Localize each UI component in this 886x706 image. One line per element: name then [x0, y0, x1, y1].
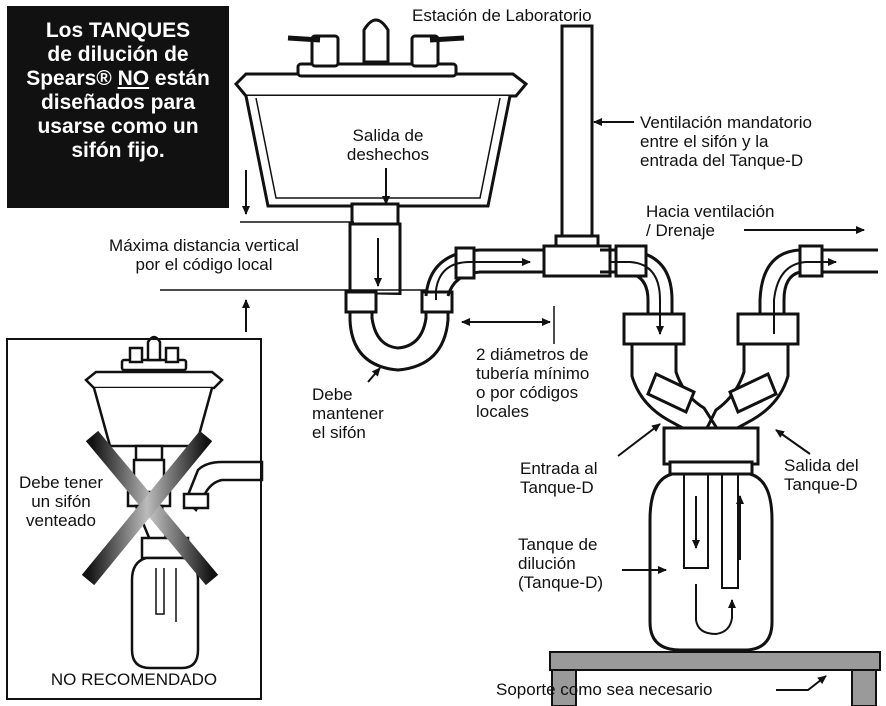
label-line: Máxima distancia vertical	[109, 236, 299, 255]
label-line: o por códigos	[476, 383, 579, 402]
vent-stack	[554, 24, 600, 268]
label-line: entre el sifón y la	[640, 132, 769, 151]
warning-line: de dilución de	[47, 43, 189, 66]
warning-line: usarse como un	[37, 115, 199, 138]
label-line: Tanque de	[518, 535, 598, 554]
leader-lines	[160, 118, 865, 691]
label-line: locales	[476, 402, 529, 421]
warning-box: Los TANQUES de dilución de Spears® NO es…	[7, 6, 229, 208]
label-line: el sifón	[312, 423, 366, 442]
inset-x-mark	[81, 430, 219, 586]
faucet	[287, 18, 465, 78]
label-line: 2 diámetros de	[476, 345, 589, 364]
label-line: Entrada al	[520, 459, 598, 478]
keep-trap-label: Debe mantener el sifón	[312, 385, 384, 442]
two-diameters-label: 2 diámetros de tubería mínimo o por códi…	[476, 345, 589, 421]
station-label: Estación de Laboratorio	[412, 6, 592, 25]
sink	[233, 72, 529, 208]
outlet-label: Salida del Tanque-D	[784, 456, 859, 494]
label-line: Salida de	[352, 126, 424, 145]
not-recommended-label: NO RECOMENDADO	[50, 670, 218, 689]
not-recommended-inset	[6, 338, 262, 700]
label-line: (Tanque-D)	[518, 573, 604, 592]
support-label: Soporte como sea necesario	[496, 680, 713, 699]
label-line: Tanque-D	[520, 478, 594, 497]
inset-sink	[84, 335, 224, 448]
label-line: Salida del	[784, 456, 859, 475]
must-vent-label: Debe tener un sifón venteado	[6, 473, 116, 530]
warning-emphasis: NO	[117, 67, 150, 90]
support-shelf	[549, 651, 881, 706]
waste-outlet-label: Salida de deshechos	[318, 126, 458, 164]
label-line: Ventilación mandatorio	[640, 113, 813, 132]
inlet-label: Entrada al Tanque-D	[520, 459, 598, 497]
vent-mandatory-label: Ventilación mandatorio entre el sifón y …	[640, 113, 812, 170]
label-line: un sifón	[31, 492, 91, 511]
warning-brand: Spears®	[26, 67, 118, 90]
warning-fragment: están	[149, 67, 210, 90]
label-line: Tanque-D	[784, 475, 858, 494]
dilution-tank-label: Tanque de dilución (Tanque-D)	[518, 535, 603, 592]
drain-piping	[344, 202, 878, 434]
label-line: entrada del Tanque-D	[640, 151, 804, 170]
label-line: venteado	[26, 511, 96, 530]
tank-flow-arrows	[692, 495, 744, 636]
warning-line: Spears® NO están	[7, 67, 229, 91]
warning-line: diseñados para	[40, 91, 196, 114]
max-vertical-label: Máxima distancia vertical por el código …	[88, 236, 320, 274]
dilution-tank	[648, 426, 774, 652]
label-line: Debe	[312, 385, 353, 404]
to-vent-label: Hacia ventilación / Drenaje	[646, 202, 775, 240]
flow-arrows	[374, 168, 837, 335]
label-line: por el código local	[135, 255, 273, 274]
label-line: Hacia ventilación	[646, 202, 775, 221]
warning-line: Los TANQUES	[45, 19, 191, 42]
label-line: Debe tener	[18, 473, 104, 492]
label-line: mantener	[312, 404, 384, 423]
label-line: dilución	[518, 554, 576, 573]
warning-line: sifón fijo.	[71, 139, 165, 162]
warning-text: Los TANQUES de dilución de Spears® NO es…	[7, 19, 229, 163]
label-line: tubería mínimo	[476, 364, 590, 383]
label-line: / Drenaje	[646, 221, 715, 240]
label-line: deshechos	[346, 145, 430, 164]
